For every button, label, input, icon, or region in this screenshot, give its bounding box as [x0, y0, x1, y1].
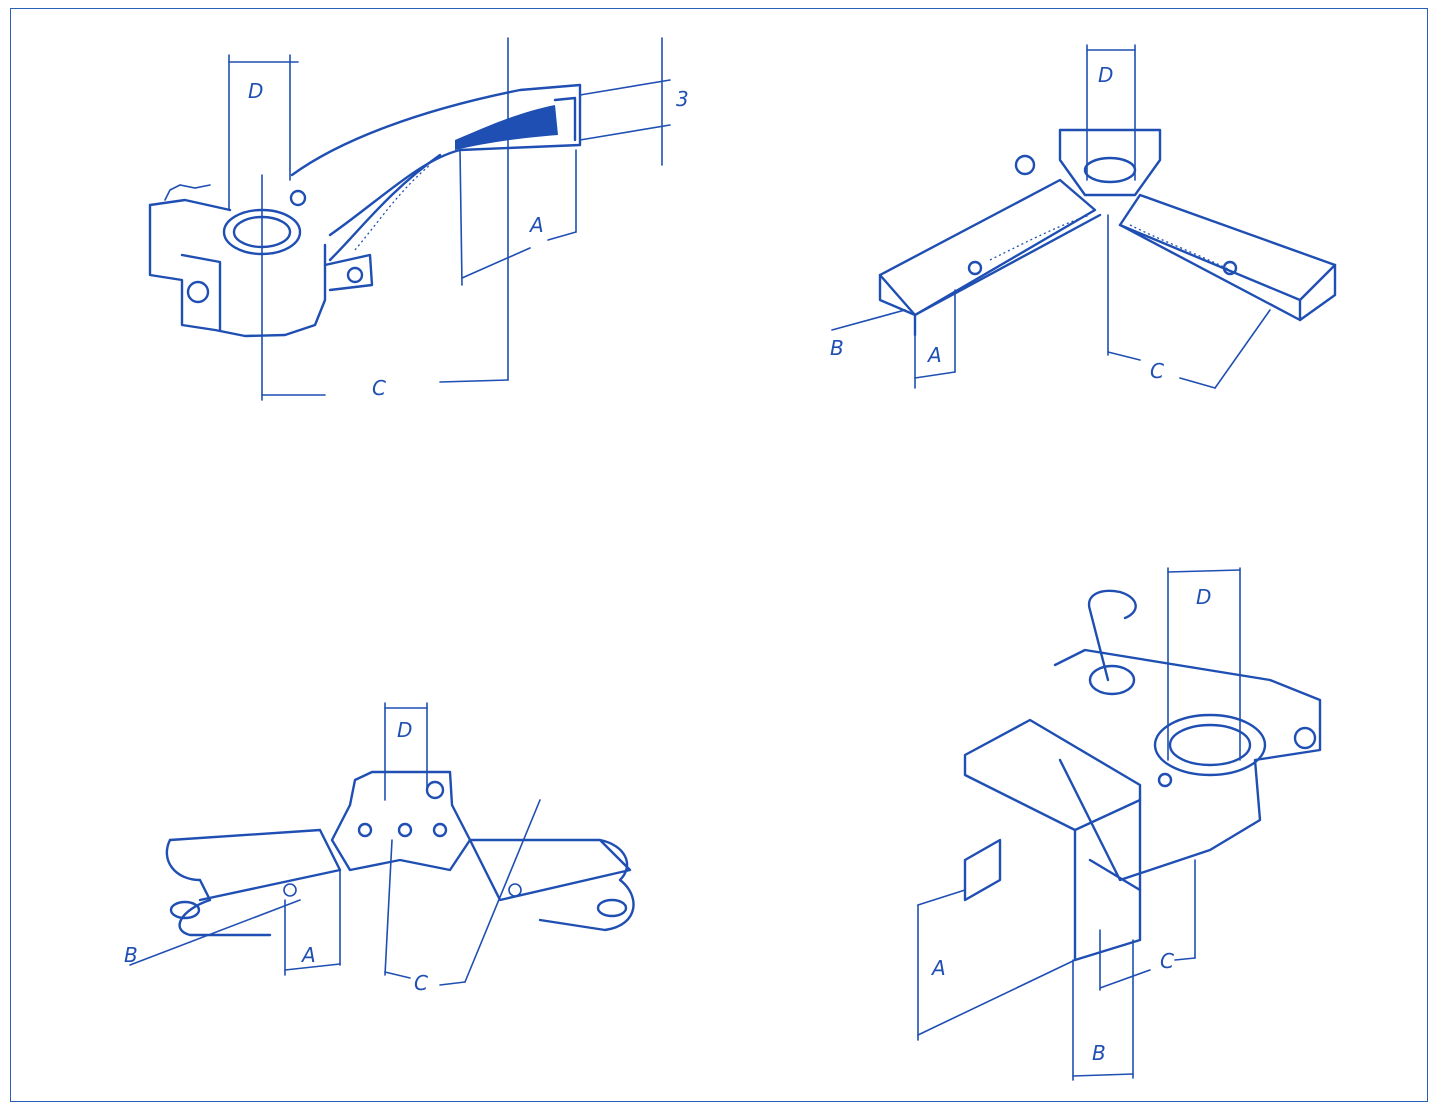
- clamp-lower-block: [180, 253, 222, 332]
- lock-pin-hook: [1087, 589, 1137, 682]
- collar-ring: [1153, 713, 1267, 777]
- bracket-lip: [963, 838, 1002, 902]
- left-clamp-eye: [169, 900, 201, 920]
- right-clamp-eye: [596, 898, 628, 918]
- label-d: D: [397, 718, 412, 742]
- label-b: B: [830, 336, 844, 360]
- right-tube-top: [1118, 193, 1337, 302]
- dim-c-right-ext: [464, 799, 541, 983]
- dim-b-leader: [129, 899, 301, 966]
- dim-c-arrow-right: [1179, 377, 1216, 389]
- collar-bore: [1168, 723, 1252, 767]
- collar-bore: [1083, 156, 1137, 184]
- dim-c-right-ext: [1214, 309, 1271, 389]
- label-b: 3: [676, 87, 689, 111]
- clamp-bolt-hole: [186, 280, 210, 304]
- right-clamp: [538, 838, 635, 932]
- dim-c-arrow-left: [1107, 351, 1141, 361]
- arm-pin: [346, 266, 364, 284]
- arm-hatch: [455, 105, 558, 150]
- dim-a-top-ext: [917, 889, 966, 906]
- dim-c-arrow-right: [1174, 957, 1196, 961]
- dim-b-bottom-ext: [579, 124, 671, 141]
- hub-bolt-1: [357, 822, 373, 838]
- left-arm-rivet: [283, 883, 297, 897]
- figure-swivel-arm-clamp: D 3 A C: [148, 37, 689, 401]
- right-arm-rivet: [508, 883, 522, 897]
- collar-outline: [1058, 128, 1162, 197]
- left-tube-end: [878, 273, 917, 337]
- left-arm-top: [168, 828, 342, 902]
- dim-a-bottom-ext: [917, 959, 1076, 1036]
- right-weld: [1129, 224, 1231, 271]
- label-b: B: [124, 943, 138, 967]
- label-d: D: [248, 79, 263, 103]
- right-tube-end: [1298, 263, 1337, 322]
- label-a: A: [930, 956, 946, 980]
- dim-a-arrow: [284, 963, 341, 971]
- dim-c-arrow-right: [439, 981, 466, 986]
- label-d: D: [1196, 585, 1211, 609]
- clamp-hinge: [164, 184, 211, 201]
- left-tube-bottom-edge: [913, 213, 1102, 317]
- dim-c-left-ext: [384, 839, 393, 976]
- side-bolt: [1293, 726, 1317, 750]
- bracket-inner-flange: [1088, 858, 1142, 892]
- collar-bolt: [1014, 154, 1036, 176]
- label-a: A: [300, 943, 316, 967]
- drawing-frame: [10, 8, 1428, 1102]
- figure-bracket-collar-clamp: D A B C: [917, 567, 1322, 1081]
- label-a: A: [926, 343, 942, 367]
- dim-a-arrow: [914, 371, 956, 379]
- left-tube-top: [878, 178, 1097, 317]
- label-c: C: [372, 376, 386, 400]
- dim-c-arrow-left: [1099, 969, 1151, 989]
- dim-b-leader: [831, 309, 906, 331]
- bracket-inner-edge: [1073, 798, 1142, 832]
- dim-d-arrow: [1167, 569, 1241, 573]
- arm-outline: [290, 83, 582, 237]
- plate-rivet: [1157, 772, 1173, 788]
- clamp-body-outline: [148, 203, 327, 338]
- arm-weld: [354, 164, 431, 251]
- label-a: A: [528, 213, 544, 237]
- arm-end-face: [553, 96, 577, 142]
- dim-a-line-right: [547, 231, 577, 241]
- arm-brace: [328, 153, 442, 262]
- clamp-top-edge: [148, 198, 232, 212]
- hub-top-bolt: [425, 780, 445, 800]
- right-tube-hole: [1222, 260, 1238, 276]
- figure-three-way-square-tube: D B A C: [830, 44, 1337, 389]
- hub-bolt-3: [432, 822, 448, 838]
- dim-c-arrow-right: [439, 379, 509, 383]
- label-c: C: [1160, 949, 1174, 973]
- hub-outline: [330, 770, 472, 872]
- dim-a-left-ext: [459, 149, 463, 286]
- label-b: B: [1092, 1041, 1106, 1065]
- dim-b-arrow: [1072, 1073, 1134, 1077]
- dim-c-arrow-left: [384, 971, 411, 979]
- left-clamp: [165, 838, 272, 937]
- arm-pivot-plate: [323, 253, 374, 292]
- left-tube-hole: [967, 260, 983, 276]
- right-arm-top: [468, 838, 632, 902]
- dim-a-line-left: [461, 247, 531, 279]
- arm-rivet: [289, 189, 307, 207]
- figure-three-way-clamp-arms: D B A C: [124, 702, 635, 995]
- plate-outline: [1053, 648, 1322, 882]
- dim-b-top-ext: [579, 79, 671, 96]
- right-tube-bottom-edge: [1118, 223, 1302, 322]
- lock-pin-base: [1088, 664, 1136, 696]
- bracket-channel: [963, 718, 1142, 962]
- label-d: D: [1098, 63, 1113, 87]
- label-c: C: [1150, 359, 1164, 383]
- label-c: C: [414, 971, 428, 995]
- hub-bolt-2: [397, 822, 413, 838]
